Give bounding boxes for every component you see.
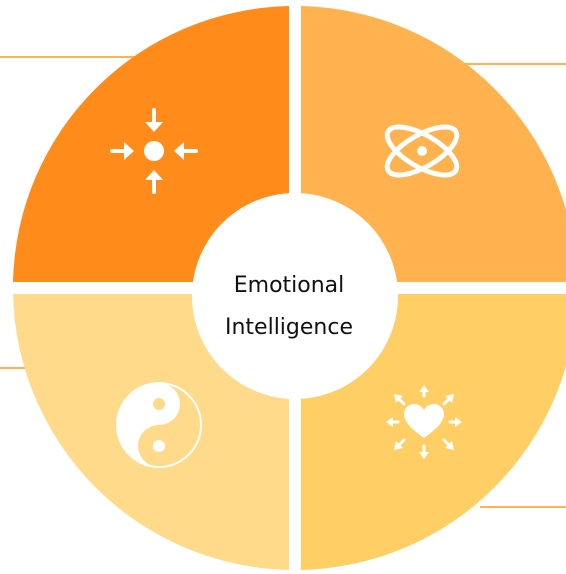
center-title-line-2: Intelligence (225, 315, 353, 340)
focus-arrows-icon (110, 108, 198, 194)
heart-radiating-arrows-icon (386, 385, 462, 459)
center-circle (192, 193, 398, 399)
center-title-line-1: Emotional (234, 273, 345, 298)
atom-icon (384, 124, 460, 178)
quadrant-top-right[interactable] (301, 6, 566, 282)
yin-yang-icon (116, 382, 202, 468)
